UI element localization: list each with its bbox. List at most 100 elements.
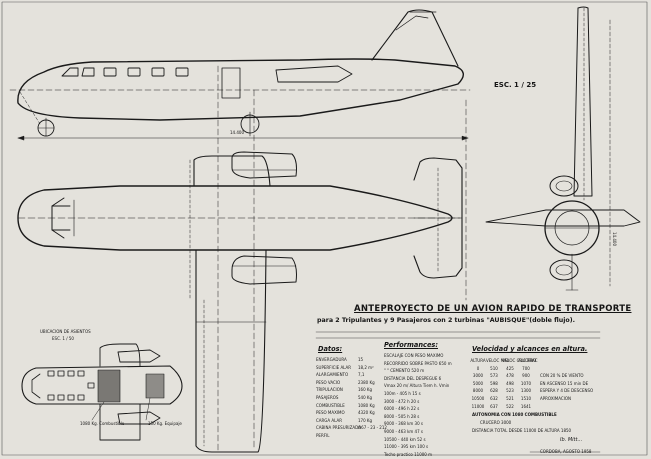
performance-row: 100m - 405 h 15 s (384, 390, 421, 396)
performance-row: ESCALAJE CON PESO MAXIMO (384, 353, 444, 358)
datos-label: COMBUSTIBLE (316, 402, 345, 408)
performances-heading: Performances: (384, 341, 438, 349)
fuel-label: 1080 Kg. Combustible (80, 421, 125, 426)
datos-heading: Datos: (318, 345, 343, 353)
performance-row: 9000 - 368 km 30 s (384, 421, 424, 427)
front-view (485, 6, 641, 291)
velocidad-cell: 3000 (472, 373, 484, 379)
datos-value: 15 (358, 357, 364, 362)
velocidad-cell: 8000 (472, 388, 484, 394)
datos-value: 18,2 m² (358, 364, 374, 370)
datos-value: 4320 Kg (358, 410, 375, 416)
datos-value: 7,1 (358, 372, 365, 378)
datos-label: CARGA ALAR (316, 417, 342, 423)
baggage-label: 150 Kg. Equipaje (148, 421, 182, 426)
velocidad-cell: 1070 (520, 380, 532, 386)
datos-label: SUPERFICIE ALAR (316, 364, 352, 370)
velocidad-header-row: ALTURA VELOC MAX VELOC CRUCERO ALC.PRAC (470, 357, 538, 365)
velocidad-header: ALC.PRAC (518, 358, 538, 363)
velocidad-cell: 1300 (520, 388, 532, 394)
datos-label: ENVERGADURA (316, 357, 347, 362)
performance-row: 8000 - 505 h 28 s (384, 413, 420, 419)
velocidad-cell: 522 (506, 403, 514, 409)
velocidad-row: 11000 637 522 1641 (470, 403, 534, 411)
velocidad-cell: 598 (490, 380, 498, 386)
note-line: CON 20 % DE VIENTO (540, 373, 584, 378)
note-line: APROXIMACION (540, 395, 571, 401)
datos-label: PESO MAXIMO (316, 410, 345, 416)
velocidad-cell: 628 (490, 388, 498, 394)
place-date: CORDOBA, AGOSTO 1958 (540, 449, 592, 454)
performances-rows: ESCALAJE CON PESO MAXIMO RECORRIDO SOBRE… (384, 352, 452, 458)
seating-label-2: ESC. 1 / 50 (52, 336, 74, 341)
scale-label: ESC. 1 / 25 (494, 81, 537, 89)
velocidad-cell: 637 (490, 403, 498, 409)
performance-row: 3000 - 472 h 20 s (384, 398, 420, 404)
velocidad-row: 5000 598 498 1070 (470, 380, 534, 388)
velocidad-cell: 478 (506, 373, 514, 379)
velocidad-note: CON 20 % DE VIENTO EN ASCENSO 15 min DE … (540, 372, 593, 402)
datos-label: PESO VACIO (316, 379, 341, 385)
fuel-heading: AUTONOMIA CON 1080 COMBUSTIBLE (472, 412, 557, 417)
datos-value: 1080 Kg (358, 402, 375, 408)
velocidad-cell: 510 (490, 365, 498, 371)
fuel-line-1: CRUCERO 3000 (480, 420, 512, 425)
performance-row: Techo practico 11000 m (384, 451, 433, 457)
span-dimension: 14.400 (612, 232, 617, 246)
fuel-line-2: DISTANCIA TOTAL DESDE 11000 DE ALTURA 18… (472, 428, 572, 433)
performance-row: RECORRIDO SOBRE PASTO 650 m (384, 360, 452, 366)
datos-values: 15 18,2 m² 7,1 2380 Kg 160 Kg 540 Kg 108… (358, 356, 387, 432)
datos-label: PERFIL (316, 432, 330, 438)
seating-label-1: UBICACION DE ASIENTOS (40, 329, 91, 334)
top-view (17, 151, 463, 453)
velocidad-row: 0 510 425 700 (470, 365, 534, 373)
seating-plan (21, 343, 183, 441)
velocidad-cell: 632 (490, 395, 498, 401)
velocidad-cell: 1641 (520, 403, 532, 409)
velocidad-row: 8000 628 523 1300 (470, 387, 534, 395)
datos-value: 2380 Kg (358, 379, 375, 385)
note-line: EN ASCENSO 15 min DE (540, 380, 589, 386)
datos-value: O67 - 23 - 212 (358, 425, 387, 431)
performance-row: " " CEMENTO 520 m (384, 368, 425, 374)
velocidad-cell: 573 (490, 373, 498, 379)
velocidad-header: VELOC CRUCERO (502, 358, 537, 363)
velocidad-cell: 523 (506, 388, 514, 394)
datos-label: ALARGAMIENTO (316, 372, 349, 378)
velocidad-row: 3000 573 478 900 (470, 372, 534, 380)
velocidad-heading: Velocidad y alcances en altura. (472, 345, 588, 353)
performance-row: 10500 - 440 km 52 s (384, 436, 426, 442)
performance-row: Vmax 20 m/ Altura Tiem h. Vmin (384, 383, 450, 389)
side-view (9, 9, 471, 141)
datos-value: 160 Kg (358, 387, 373, 393)
length-dimension: 14.400 (230, 130, 244, 135)
velocidad-cell: 5000 (472, 380, 484, 386)
datos-labels: ENVERGADURA SUPERFICIE ALAR ALARGAMIENTO… (316, 356, 361, 440)
performance-row: 9000 - 463 km 47 s (384, 428, 424, 434)
datos-label: PASAJEROS (316, 394, 339, 400)
drawing-title: ANTEPROYECTO DE UN AVION RAPIDO DE TRANS… (354, 304, 632, 314)
velocidad-cell: 0 (476, 365, 480, 371)
datos-value: 170 Kg (358, 417, 373, 423)
performance-row: DISTANCIA DEL DESPEGUE 6 (384, 375, 442, 381)
datos-label: CABINA PRESURIZADA (316, 425, 361, 431)
drawing-subtitle: para 2 Tripulantes y 9 Pasajeros con 2 t… (317, 317, 575, 324)
velocidad-cell: 700 (522, 365, 530, 371)
velocidad-cell: 10500 (471, 395, 485, 401)
velocidad-cell: 425 (506, 365, 514, 371)
velocidad-table: ALTURA VELOC MAX VELOC CRUCERO ALC.PRAC … (470, 357, 538, 411)
velocidad-row: 10500 632 521 1510 (470, 395, 534, 403)
performance-row: 11000 - 395 km 100 s (384, 444, 429, 450)
velocidad-cell: 498 (506, 380, 514, 386)
note-line: ESPERA Y 4 DE DESCENSO (540, 388, 594, 394)
datos-value: 540 Kg (358, 394, 373, 400)
velocidad-header: ALTURA (470, 358, 486, 363)
performance-row: 6000 - 496 h 22 s (384, 406, 420, 412)
velocidad-cell: 521 (506, 395, 514, 401)
velocidad-cell: 900 (522, 373, 530, 379)
signature: Ib. Mitt... (560, 437, 583, 443)
datos-label: TRIPULACION (316, 387, 343, 393)
velocidad-cell: 1510 (520, 395, 532, 401)
